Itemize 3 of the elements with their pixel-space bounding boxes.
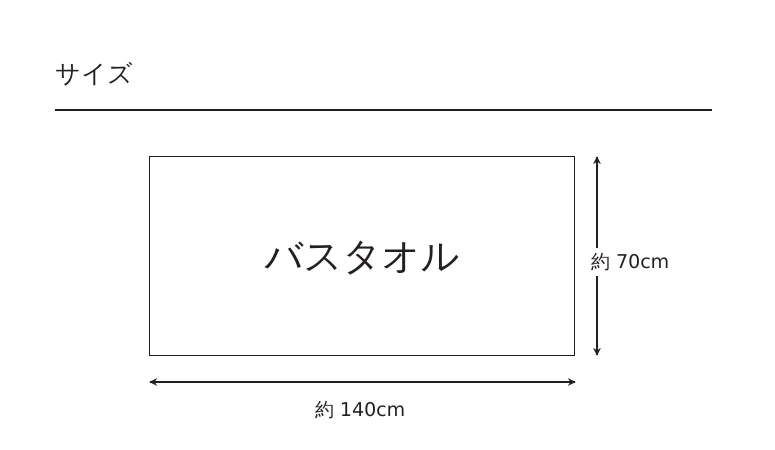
towel-label: バスタオル [264,233,460,280]
section-title: サイズ [55,58,133,90]
towel-box [149,156,575,356]
